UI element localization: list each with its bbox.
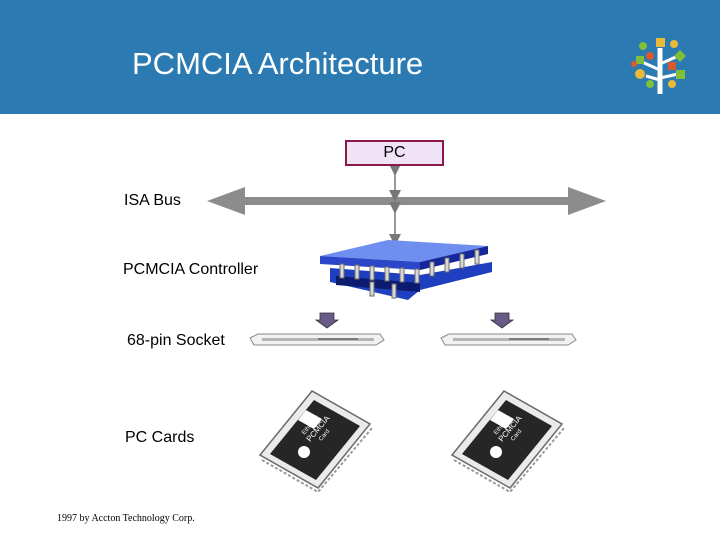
pc-box: PC [345,140,444,166]
socket-left [249,333,385,346]
isa-bus-arrow [207,187,606,215]
pc-label: PC [383,144,406,161]
tree-logo-icon [631,38,686,94]
controller-label: PCMCIA Controller [123,261,259,278]
down-arrow-right-icon [489,312,515,329]
slide-title: PCMCIA Architecture [132,46,424,81]
down-arrow-left-icon [314,312,340,329]
socket-label: 68-pin Socket [127,332,225,349]
isa-bus-label: ISA Bus [124,192,181,209]
pc-card-left-icon [258,390,373,494]
controller-chip-icon [320,240,492,300]
pc-card-right-icon [450,390,565,494]
copyright-footer: 1997 by Accton Technology Corp. [57,513,195,524]
cards-label: PC Cards [125,429,195,446]
socket-right [440,333,577,346]
header-bar: PCMCIA Architecture [0,0,720,114]
